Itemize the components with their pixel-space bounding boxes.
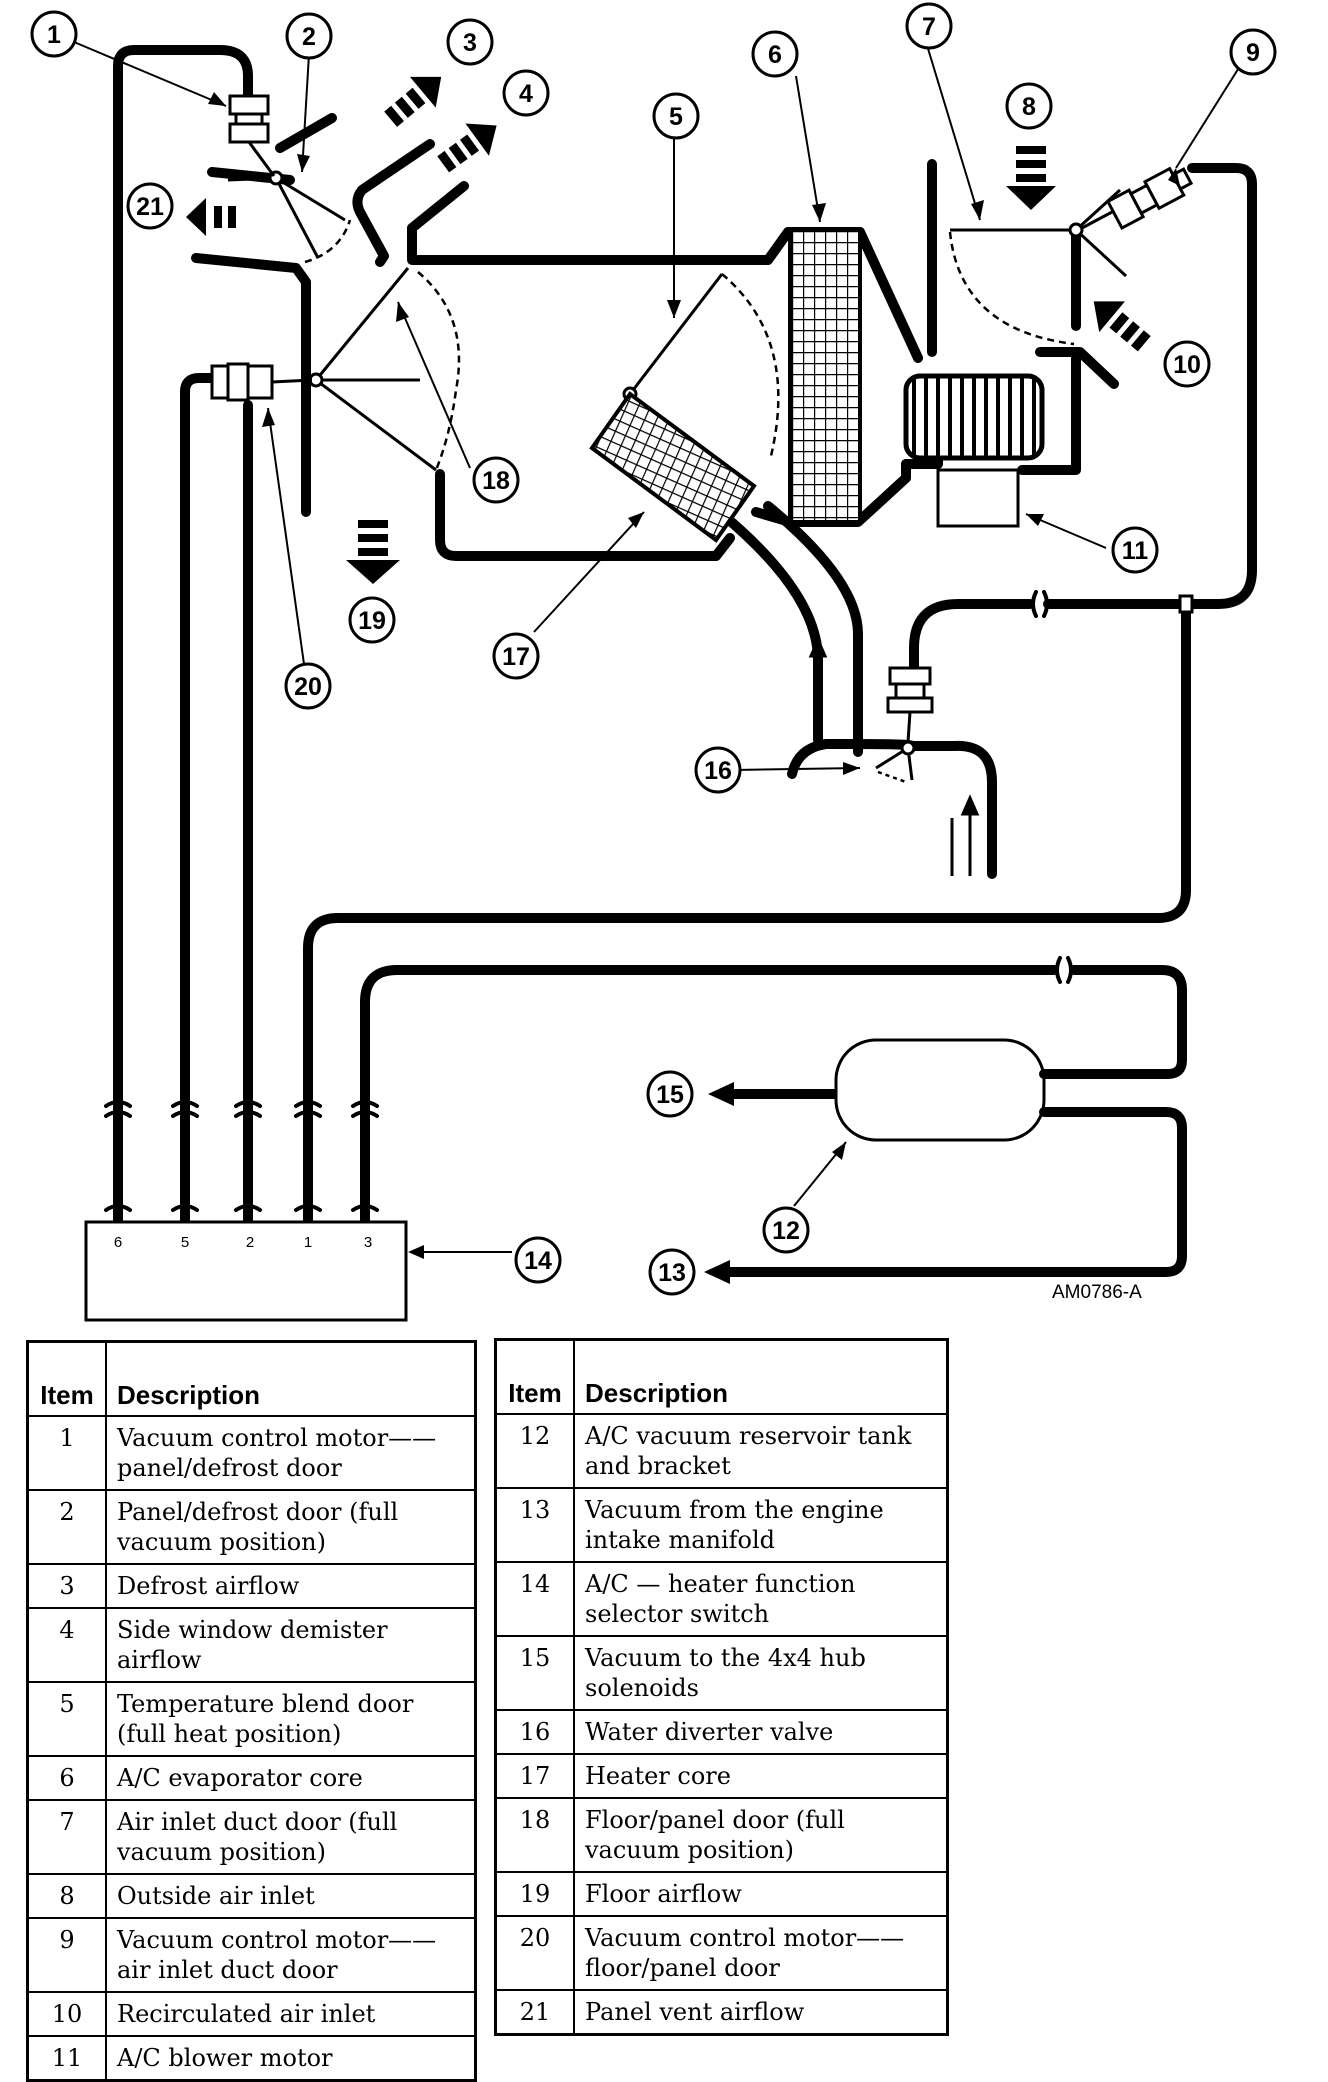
callout-18: 18 bbox=[472, 456, 520, 504]
svg-text:1: 1 bbox=[47, 21, 61, 49]
callout-1: 1 bbox=[30, 10, 78, 58]
callout-16: 16 bbox=[694, 746, 742, 794]
coolant-flow-arrows bbox=[808, 636, 980, 876]
svg-text:11: 11 bbox=[1122, 537, 1149, 565]
svg-text:6: 6 bbox=[768, 41, 782, 69]
leader-arrowheads bbox=[208, 92, 1180, 1259]
switch-pin-label: 6 bbox=[114, 1234, 122, 1251]
svg-text:7: 7 bbox=[922, 13, 936, 41]
callout-2: 2 bbox=[285, 12, 333, 60]
callout-21: 21 bbox=[126, 182, 174, 230]
leader-lines bbox=[73, 41, 1241, 1253]
legend-header-description: Description bbox=[573, 1338, 949, 1415]
callouts: 1 2 3 4 5 6 7 8 9 10 11 12 13 14 15 16 1… bbox=[30, 2, 1277, 1296]
arrow-from-engine bbox=[704, 1260, 730, 1284]
callout-19: 19 bbox=[348, 596, 396, 644]
vacuum-motor-panel-defrost bbox=[228, 94, 276, 177]
callout-7: 7 bbox=[905, 2, 953, 50]
vacuum-motor-air-inlet bbox=[1105, 166, 1194, 230]
arrow-to-4x4-hubs bbox=[708, 1082, 734, 1106]
water-diverter-valve bbox=[875, 740, 916, 784]
callout-13: 13 bbox=[648, 1248, 696, 1296]
callout-4: 4 bbox=[502, 69, 550, 117]
vacuum-system-diagram: 6 5 2 1 3 bbox=[30, 2, 1277, 1322]
evaporator-core bbox=[788, 228, 862, 524]
svg-text:8: 8 bbox=[1022, 93, 1036, 121]
blower-wheel bbox=[903, 373, 1045, 461]
svg-text:9: 9 bbox=[1246, 39, 1260, 67]
svg-text:15: 15 bbox=[656, 1081, 684, 1109]
airflow-arrows bbox=[186, 76, 1151, 584]
svg-text:10: 10 bbox=[1173, 351, 1201, 379]
svg-text:2: 2 bbox=[302, 23, 316, 51]
legend-header-item: Item bbox=[494, 1338, 575, 1415]
svg-text:21: 21 bbox=[136, 193, 164, 221]
svg-text:13: 13 bbox=[658, 1259, 686, 1287]
callout-17: 17 bbox=[492, 632, 540, 680]
legend-header-description: Description bbox=[105, 1340, 477, 1417]
vacuum-hoses bbox=[113, 45, 1257, 1277]
callout-11: 11 bbox=[1111, 526, 1159, 574]
svg-text:20: 20 bbox=[294, 673, 322, 701]
callout-14: 14 bbox=[514, 1236, 562, 1284]
legend-header-item: Item bbox=[26, 1340, 107, 1417]
callout-20: 20 bbox=[284, 662, 332, 710]
svg-text:17: 17 bbox=[502, 643, 530, 671]
svg-text:12: 12 bbox=[772, 1217, 800, 1245]
callout-3: 3 bbox=[446, 18, 494, 66]
hose-couplers bbox=[104, 590, 1073, 1212]
function-selector-switch bbox=[84, 1220, 408, 1322]
callout-9: 9 bbox=[1229, 28, 1277, 76]
switch-pin-label: 3 bbox=[364, 1234, 372, 1251]
switch-pin-label: 2 bbox=[246, 1234, 254, 1251]
vacuum-reservoir-tank bbox=[834, 1038, 1046, 1142]
callout-8: 8 bbox=[1005, 82, 1053, 130]
heater-core bbox=[589, 391, 757, 543]
svg-text:5: 5 bbox=[669, 103, 683, 131]
callout-6: 6 bbox=[751, 30, 799, 78]
blower-motor bbox=[936, 468, 1020, 528]
callout-10: 10 bbox=[1163, 340, 1211, 388]
vacuum-motor-floor-panel bbox=[210, 362, 313, 402]
switch-pin-label: 5 bbox=[181, 1234, 189, 1251]
air-inlet-duct-door bbox=[948, 188, 1128, 346]
vacuum-motor-water-valve bbox=[886, 666, 934, 743]
switch-pin-label: 1 bbox=[304, 1234, 312, 1251]
svg-text:16: 16 bbox=[704, 757, 732, 785]
panel-defrost-door bbox=[227, 170, 352, 264]
figure-reference-code: AM0786-A bbox=[1052, 1282, 1142, 1303]
callout-12: 12 bbox=[762, 1206, 810, 1254]
svg-text:14: 14 bbox=[524, 1247, 552, 1275]
svg-text:3: 3 bbox=[463, 29, 477, 57]
callout-5: 5 bbox=[652, 92, 700, 140]
svg-text:4: 4 bbox=[519, 80, 533, 108]
svg-text:18: 18 bbox=[482, 467, 510, 495]
floor-panel-door bbox=[308, 267, 461, 472]
svg-text:19: 19 bbox=[358, 607, 386, 635]
callout-15: 15 bbox=[646, 1070, 694, 1118]
